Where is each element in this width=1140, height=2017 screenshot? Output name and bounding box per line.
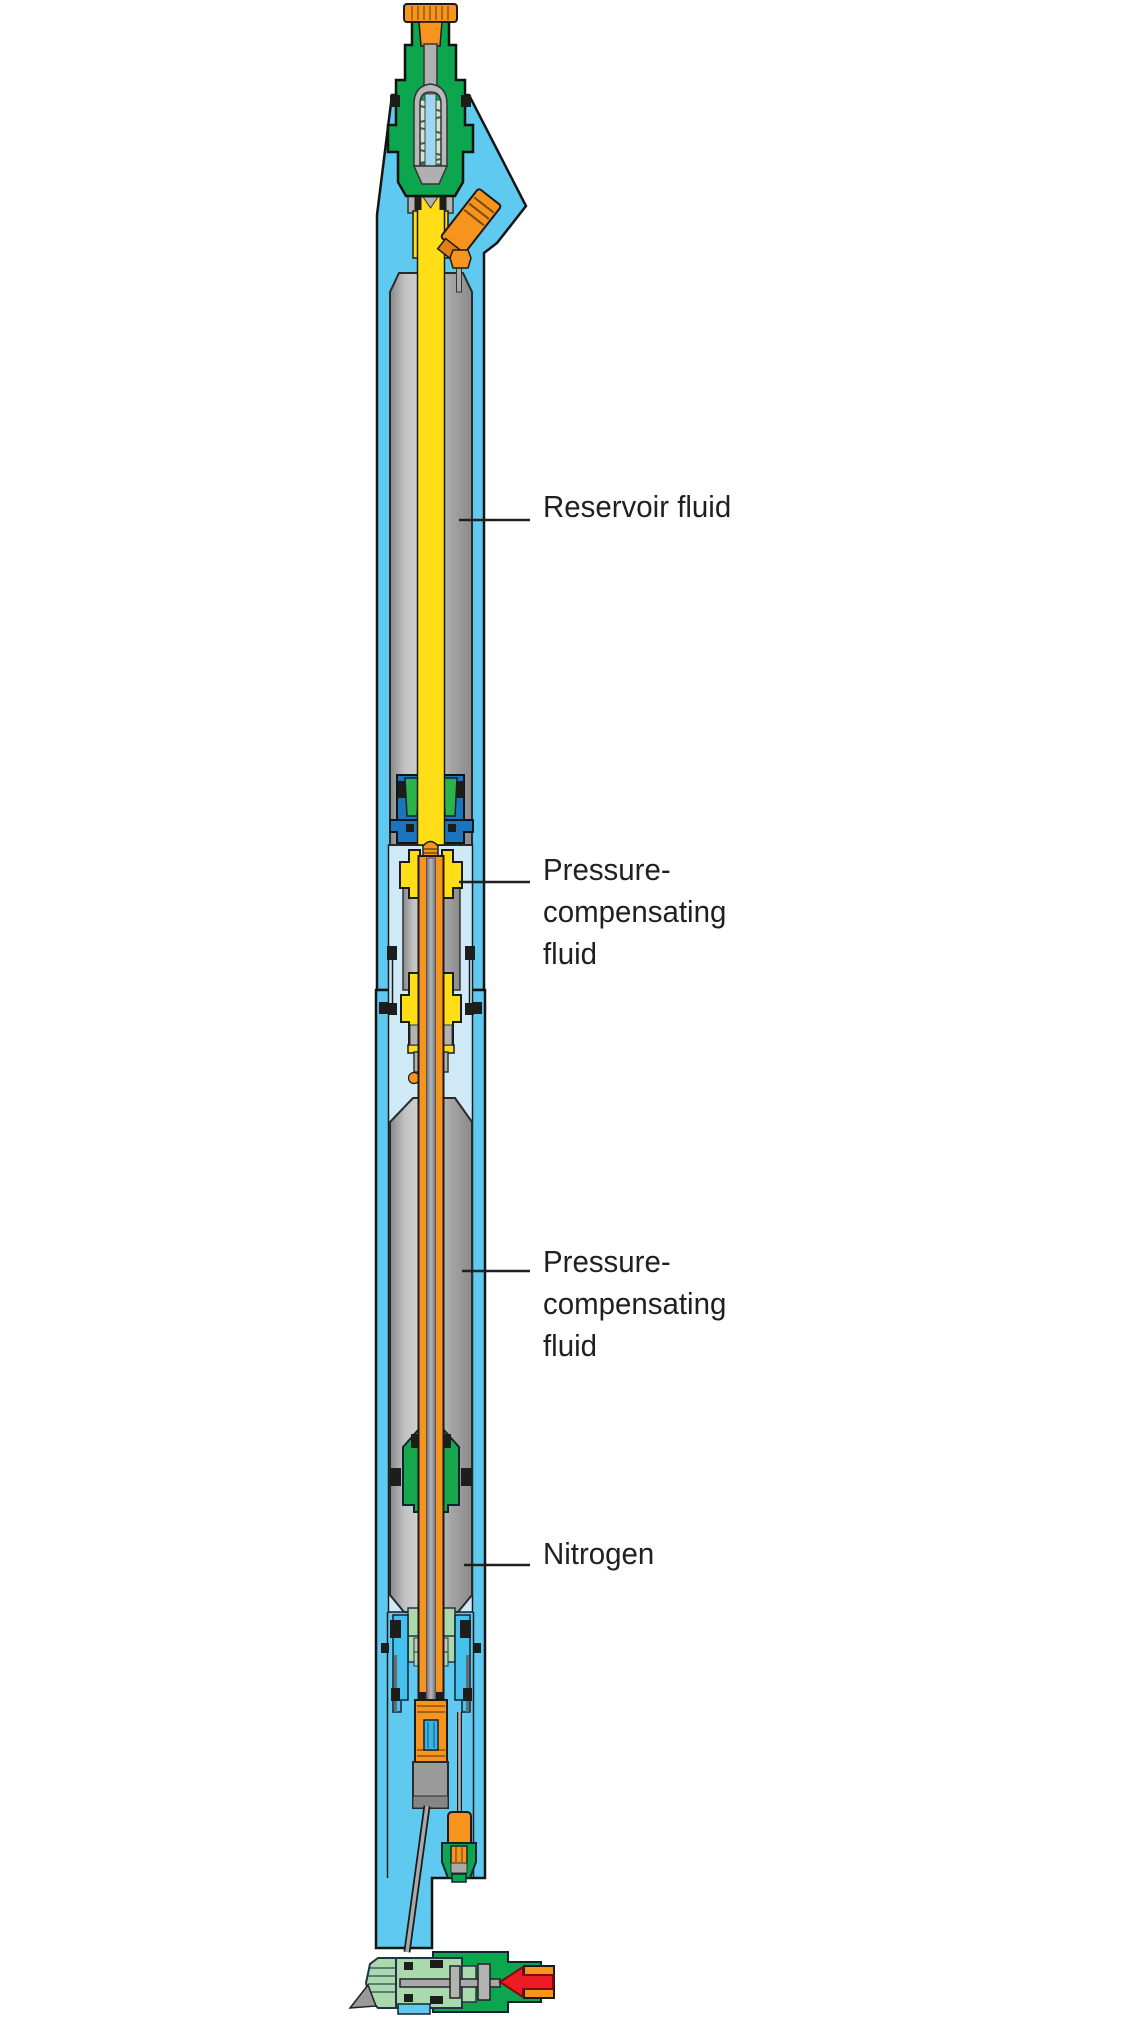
central-rod bbox=[417, 855, 445, 1767]
bottom-piston-assembly bbox=[403, 1699, 477, 1953]
relief-port-nub bbox=[449, 249, 472, 293]
leader-lines bbox=[459, 518, 530, 1567]
bottom-coupling bbox=[348, 1951, 555, 2015]
flow-arrow bbox=[498, 1965, 554, 1999]
label-reservoir-fluid: Reservoir fluid bbox=[543, 489, 732, 524]
reservoir-fluid-column bbox=[407, 182, 454, 859]
label-pressure-compensating-fluid-upper: Pressure- compensating fluid bbox=[543, 852, 727, 971]
top-valve-assembly bbox=[386, 3, 475, 198]
label-nitrogen: Nitrogen bbox=[543, 1536, 655, 1571]
label-pressure-compensating-fluid-lower: Pressure- compensating fluid bbox=[543, 1244, 727, 1363]
